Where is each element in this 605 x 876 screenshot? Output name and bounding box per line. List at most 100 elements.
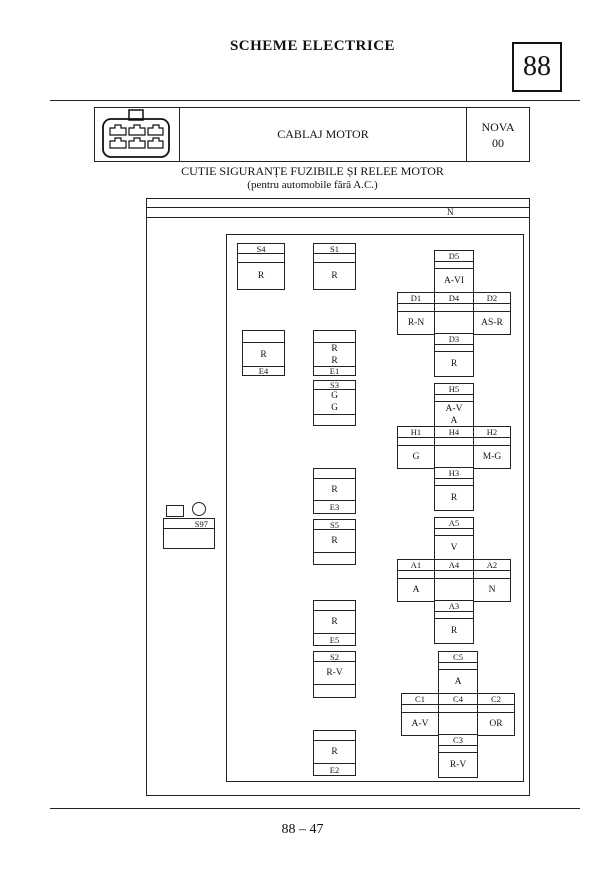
terminal-label: H4 — [435, 427, 473, 438]
blank-row — [398, 571, 434, 579]
wire-color: M-G — [482, 452, 502, 462]
wire-color: AS-R — [481, 318, 503, 328]
terminal-label: A5 — [435, 518, 473, 529]
blank-row — [435, 529, 473, 536]
relay-h-center: H4 — [434, 426, 474, 469]
s97-lamp-icon — [192, 502, 206, 516]
wire-color: R — [331, 271, 338, 281]
blank-row — [435, 571, 473, 579]
blank-row — [435, 304, 473, 312]
terminal-label: E1 — [329, 366, 340, 376]
terminal-label: H5 — [435, 384, 473, 395]
terminal-label: S2 — [314, 652, 355, 662]
terminal-label: D5 — [435, 251, 473, 262]
terminal-label: S5 — [314, 520, 355, 530]
wire-color: A — [412, 585, 420, 595]
wire-color: R — [450, 359, 458, 369]
terminal-label: C4 — [439, 694, 477, 705]
blank-row — [435, 345, 473, 352]
connector-table: CABLAJ MOTOR NOVA 00 — [94, 107, 530, 162]
wire-color — [439, 713, 477, 735]
terminal-label: H3 — [435, 468, 473, 479]
strip-wire-label: N — [447, 207, 454, 217]
wire-color — [435, 446, 473, 468]
terminal-label: A4 — [435, 560, 473, 571]
wire-color: G — [412, 452, 420, 462]
wire-color: R R — [314, 343, 355, 367]
diagram-title: CUTIE SIGURANȚE FUZIBILE ȘI RELEE MOTOR — [181, 164, 444, 178]
blank-row — [474, 438, 510, 446]
s97-fuse-icon — [166, 505, 184, 517]
relay-a-center: A4 — [434, 559, 474, 602]
terminal-label: E3 — [329, 502, 340, 512]
wire-color: G G — [314, 390, 355, 415]
connector-code-line2: 00 — [492, 135, 504, 150]
terminal-label: C1 — [402, 694, 438, 705]
wire-color: R — [257, 271, 265, 281]
terminal-label: D3 — [435, 334, 473, 345]
connector-code-line1: NOVA — [481, 119, 515, 134]
blank-row — [314, 331, 355, 343]
blank-row — [314, 685, 355, 697]
blank-row — [314, 553, 355, 564]
terminal-label: D1 — [398, 293, 434, 304]
blank-row — [402, 705, 438, 713]
terminal-label: S97 — [164, 519, 214, 529]
blank-row — [474, 571, 510, 579]
blank-row — [435, 438, 473, 446]
terminal-label: A2 — [474, 560, 510, 571]
blank-row — [314, 731, 355, 741]
footer-divider — [50, 808, 580, 809]
blank-row — [435, 262, 473, 269]
wire-color: V — [450, 543, 458, 553]
terminal-label: C3 — [439, 735, 477, 746]
blank-row — [164, 529, 214, 548]
blank-row — [435, 479, 473, 486]
wire-color: A-VI — [443, 276, 465, 286]
fuse-box-outline — [146, 198, 530, 796]
terminal-label: D2 — [474, 293, 510, 304]
strip-line — [146, 207, 530, 208]
blank-row — [435, 612, 473, 619]
terminal-label: C2 — [478, 694, 514, 705]
harness-name: CABLAJ MOTOR — [180, 108, 467, 161]
wire-color: R-N — [407, 318, 425, 328]
relay-d-center: D4 — [434, 292, 474, 335]
terminal-label: H2 — [474, 427, 510, 438]
wire-color: R — [314, 530, 355, 553]
fuse-s97: S97 — [163, 518, 215, 549]
terminal-label: E4 — [258, 366, 269, 376]
wire-color: R — [314, 741, 355, 764]
terminal-label: A3 — [435, 601, 473, 612]
wire-color: A — [454, 677, 462, 687]
terminal-label: C5 — [439, 652, 477, 663]
blank-row — [474, 304, 510, 312]
blank-row — [398, 304, 434, 312]
blank-row — [439, 746, 477, 753]
connector-code: NOVA 00 — [467, 108, 529, 161]
wire-color: N — [488, 585, 496, 595]
chapter-number-box: 88 — [512, 42, 562, 92]
blank-row — [314, 469, 355, 479]
header-divider — [50, 100, 580, 101]
wire-color — [435, 312, 473, 334]
blank-row — [439, 663, 477, 670]
page-number: 88 – 47 — [281, 822, 324, 837]
blank-row — [439, 705, 477, 713]
